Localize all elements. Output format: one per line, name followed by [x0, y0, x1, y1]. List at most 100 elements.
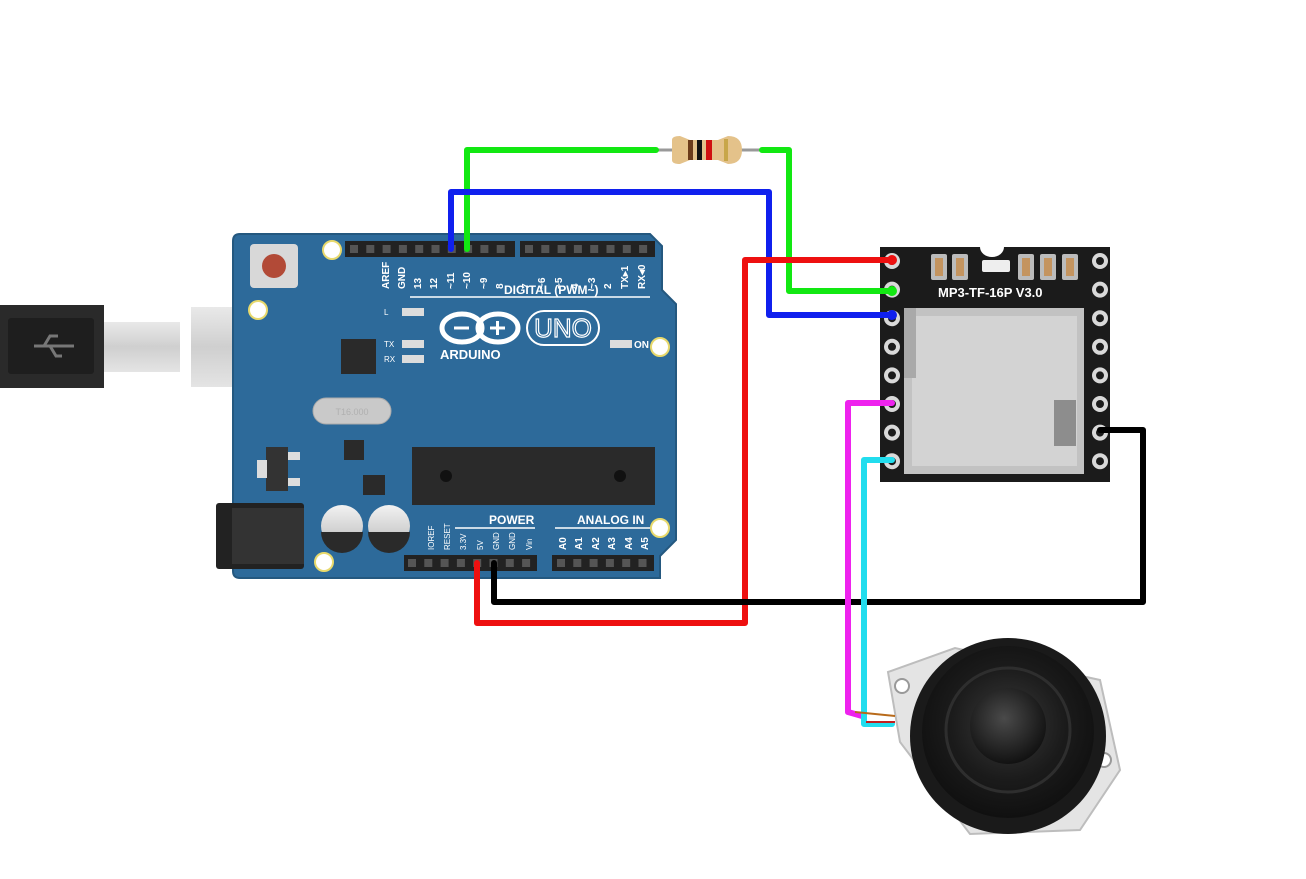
header-pin: [408, 559, 416, 567]
blue-wire: [448, 189, 895, 318]
digital-pin-label: 4: [570, 283, 581, 289]
speaker-dust-cap: [970, 688, 1046, 764]
usb-plug-metal: [104, 322, 180, 372]
digital-pin-label: RX◂0: [637, 264, 648, 289]
transistor: [363, 475, 385, 495]
analog-pin-label: A4: [624, 537, 635, 550]
indicator-led: [402, 308, 424, 316]
header-pin: [590, 245, 599, 253]
header-pin: [573, 245, 582, 253]
red-wire: [474, 257, 895, 626]
header-pin: [398, 245, 407, 253]
power-pin-label: IOREF: [427, 525, 436, 550]
digital-pin-label: ~10: [462, 272, 473, 289]
arduino-logo-text: ARDUINO: [440, 347, 501, 362]
analog-pin-label: A3: [607, 537, 618, 550]
header-pin: [480, 245, 489, 253]
crystal-label: T16.000: [335, 407, 368, 417]
mp3-tx-pin: [887, 310, 897, 320]
header-pin: [505, 559, 514, 567]
usb-icon: [34, 334, 74, 358]
digital-header-right: [520, 241, 655, 257]
mp3-vcc-pin: [887, 255, 897, 265]
resistor: [652, 136, 760, 164]
arduino-logo: [439, 311, 521, 345]
magenta-wire: [845, 400, 895, 719]
mp3-module-label: MP3-TF-16P V3.0: [938, 285, 1043, 300]
mp3-rx-pin: [887, 286, 897, 296]
status-led: [982, 260, 1010, 272]
header-pin: [522, 559, 531, 567]
mp3-module: MP3-TF-16P V3.0: [880, 247, 1110, 482]
digital-pin-label: ~6: [537, 277, 548, 289]
mounting-hole: [322, 240, 342, 260]
digital-pin-label: TX▸1: [620, 265, 631, 289]
header-pin: [573, 559, 582, 567]
voltage-regulator: [266, 447, 288, 491]
header-pin: [424, 559, 433, 567]
digital-pin-label: 13: [413, 277, 424, 289]
green-wire: [759, 147, 895, 294]
mounting-hole: [314, 552, 334, 572]
uno-text: UNO: [534, 313, 592, 343]
header-pin: [557, 245, 566, 253]
digital-pin-label: ~3: [587, 277, 598, 289]
power-led: [610, 340, 632, 348]
digital-pin-label: 12: [429, 277, 440, 289]
speaker-lead: [854, 711, 896, 717]
header-pin: [606, 245, 615, 253]
digital-pin-label: ~5: [554, 277, 565, 289]
crystal: [312, 397, 392, 425]
black-wire: [491, 427, 1146, 605]
digital-pin-label: 7: [521, 283, 532, 289]
power-pin-label: Vin: [525, 539, 534, 550]
cyan-wire: [861, 457, 895, 727]
indicator-led: [402, 340, 424, 348]
analog-pin-label: A1: [574, 537, 585, 550]
led-label: L: [384, 308, 389, 317]
analog-pin-label: A5: [640, 537, 651, 550]
power-pin-label: 3.3V: [459, 533, 468, 550]
analog-pin-label: A0: [558, 537, 569, 550]
header-pin: [638, 559, 647, 567]
digital-pin-label: GND: [397, 267, 408, 289]
speaker: [886, 638, 1122, 836]
digital-pin-label: 8: [495, 283, 506, 289]
uno-badge: [526, 310, 600, 346]
analog-pin-label: A2: [591, 537, 602, 550]
digital-pin-label: AREF: [381, 262, 392, 289]
header-pin: [605, 559, 614, 567]
header-pin: [382, 245, 391, 253]
led-label: TX: [384, 340, 395, 349]
header-pin: [557, 559, 565, 567]
digital-header-label: DIGITAL (PWM~): [504, 283, 599, 297]
header-pin: [525, 245, 533, 253]
digital-pin-label: ~9: [479, 277, 490, 289]
green-wire: [464, 147, 659, 252]
power-header: [404, 555, 537, 571]
capacitor: [368, 505, 410, 553]
header-pin: [541, 245, 550, 253]
header-pin: [496, 245, 505, 253]
power-pin-label: GND: [508, 532, 517, 550]
usb-chip: [341, 339, 376, 374]
header-pin: [589, 559, 598, 567]
header-pin: [415, 245, 424, 253]
power-pin-label: 5V: [476, 540, 485, 550]
header-pin: [440, 559, 449, 567]
digital-pin-label: 2: [603, 283, 614, 289]
led-label: RX: [384, 355, 396, 364]
header-pin: [622, 559, 631, 567]
power-pin-label: RESET: [443, 523, 452, 550]
power-header-label: POWER: [489, 513, 535, 527]
analog-header-label: ANALOG IN: [577, 513, 644, 527]
header-pin: [366, 245, 375, 253]
capacitor: [321, 505, 363, 553]
small-chip: [344, 440, 364, 460]
header-pin: [639, 245, 648, 253]
mounting-hole: [248, 300, 268, 320]
power-pin-label: GND: [492, 532, 501, 550]
mounting-hole: [650, 518, 670, 538]
